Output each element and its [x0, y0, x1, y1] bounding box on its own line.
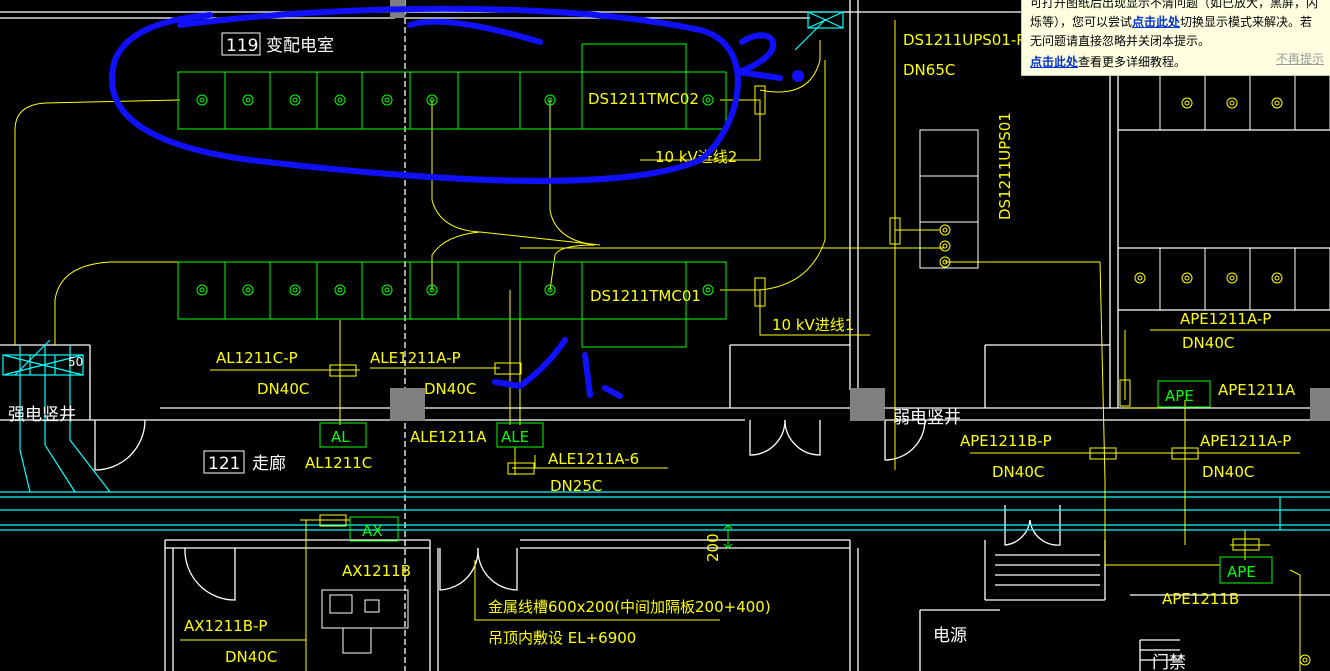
annotation-circle [108, 5, 741, 184]
room-labels: 119 变配电室 121 走廊 强电竖井 弱电竖井 电源 门禁 [8, 32, 1186, 671]
ape-id-b-label: APE1211B [1162, 590, 1239, 608]
switch-display-mode-link[interactable]: 点击此处 [1132, 15, 1181, 29]
ape-top-pipe-label: APE1211A-P [1180, 310, 1271, 328]
incoming-1-label: 10 kV进线1 [772, 316, 854, 334]
notice-line-0: 可打开图纸后出现显示不清问题（如已放大，黑屏，闪 [1030, 0, 1322, 13]
apea2-dn-label: DN40C [1202, 463, 1254, 481]
dont-show-again-button[interactable]: 不再提示 [1275, 52, 1324, 66]
access-control-label: 门禁 [1152, 653, 1186, 671]
ax-dn-label: DN40C [225, 648, 277, 666]
ups01-vertical-label: DS1211UPS01 [996, 112, 1014, 220]
weak-shaft-label: 弱电竖井 [893, 408, 961, 428]
room-119-number: 119 [226, 36, 258, 56]
ale6-dn-label: DN25C [550, 477, 602, 495]
ale-pipe-label: ALE1211A-P [370, 349, 461, 367]
apeb-pipe-label: APE1211B-P [960, 432, 1052, 450]
notice-line-3: 点击此处查看更多详细教程。 [1030, 53, 1322, 72]
notice-line3-text: 查看更多详细教程。 [1078, 55, 1187, 69]
notice-line1-c: 切换显示模式来解决。若 [1180, 15, 1313, 29]
dim-50-label: 50 [68, 355, 83, 369]
pipe-labels: DS1211UPS01-P DN65C 10 kV进线2 10 kV进线1 AL… [68, 31, 1296, 666]
right-panels [1117, 74, 1330, 666]
panel-boxes[interactable] [319, 380, 1273, 584]
annotation-stroke-top [407, 18, 543, 45]
ups-pipe-label: DS1211UPS01-P [903, 31, 1025, 49]
dim-200-label: 200 [704, 533, 722, 562]
apeb-dn-label: DN40C [992, 463, 1044, 481]
annotation-mark-2-text: 2. [0, 0, 15, 4]
ape-top-dn-label: DN40C [1182, 334, 1234, 352]
notice-line1-b: 烁等），您可以尝试 [1030, 15, 1133, 29]
al-dn-label: DN40C [257, 380, 309, 398]
ax-box-label: AX [362, 522, 383, 540]
notice-line-1: 烁等），您可以尝试点击此处切换显示模式来解决。若 [1030, 13, 1322, 32]
room-121-number: 121 [208, 454, 240, 474]
notice-line1-a: 可打开图纸后出现显示不清问题（如已放大，黑屏，闪 [1030, 0, 1319, 10]
tmc01-label: DS1211TMC01 [590, 287, 701, 305]
ax-id-label: AX1211B [342, 562, 411, 580]
tray-spec-label: 金属线槽600x200(中间加隔板200+400) [488, 598, 771, 616]
ape-box-b-label: APE [1227, 563, 1256, 581]
ape-id-a-label: APE1211A [1218, 381, 1296, 399]
notice-line2: 无问题请直接忽略并关闭本提示。 [1030, 34, 1211, 48]
switchgear-tmc02[interactable] [177, 43, 727, 130]
ale-id-label: ALE1211A [410, 428, 487, 446]
room-121-name: 走廊 [252, 454, 286, 474]
ale6-pipe-label: ALE1211A-6 [548, 450, 639, 468]
tmc02-label: DS1211TMC02 [588, 90, 699, 108]
room-119-name: 变配电室 [266, 36, 334, 56]
tray-install-label: 吊顶内敷设 EL+6900 [488, 629, 636, 647]
ale-dn-label: DN40C [424, 380, 476, 398]
annotation-mark-2-digit [735, 32, 783, 81]
hand-annotations [108, 5, 804, 399]
dimension-marker [723, 524, 733, 549]
ale-box-label: ALE [501, 428, 529, 446]
al-id-label: AL1211C [305, 454, 372, 472]
annotation-mark-1-digit [582, 352, 593, 398]
apea2-pipe-label: APE1211A-P [1200, 432, 1291, 450]
more-tutorial-link[interactable]: 点击此处 [1030, 55, 1079, 69]
cabinet-labels: DS1211TMC02 DS1211TMC01 DS1211UPS01 [588, 90, 1014, 305]
annotation-mark-1-text: 1. [0, 0, 15, 4]
cable-tray [0, 11, 1330, 531]
structural-columns [390, 0, 1330, 421]
incoming-2-label: 10 kV进线2 [655, 148, 737, 166]
ape-box-a-label: APE [1165, 387, 1194, 405]
ups-cabinet[interactable] [919, 129, 979, 269]
power-room-label: 电源 [933, 626, 967, 646]
cable-routes [14, 20, 1330, 671]
switchgear-tmc01[interactable] [177, 261, 727, 348]
notice-line-2: 无问题请直接忽略并关闭本提示。 [1030, 32, 1322, 51]
desk-furniture [321, 589, 409, 654]
annotation-mark-1-tick [492, 337, 568, 389]
strong-shaft-label: 强电竖井 [8, 405, 76, 425]
al-box-label: AL [331, 428, 350, 446]
pipe-tags [319, 85, 1260, 551]
ups-dn-label: DN65C [903, 61, 955, 79]
al-pipe-label: AL1211C-P [216, 349, 298, 367]
ax-pipe-label: AX1211B-P [184, 617, 267, 635]
display-notice-panel: 可打开图纸后出现显示不清问题（如已放大，黑屏，闪 烁等），您可以尝试点击此处切换… [1021, 0, 1330, 76]
